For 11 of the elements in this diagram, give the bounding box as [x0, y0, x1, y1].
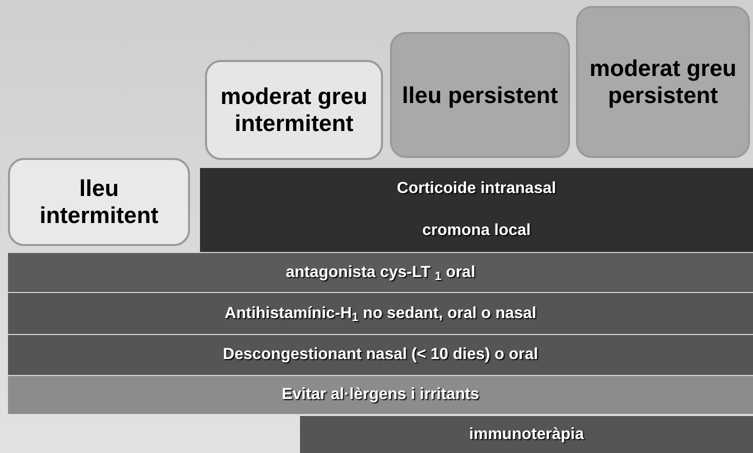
treatment-bar: antagonista cys-LT $_{1}$ oral	[8, 253, 753, 292]
treatment-bar: Descongestionant nasal (< 10 dies) o oral	[8, 335, 753, 375]
treatment-bar: Antihistamínic-H$_{1}$ no sedant, oral o nasal	[8, 293, 753, 334]
treatment-bar: Corticoide intranasal	[200, 168, 753, 209]
severity-box: moderat greu persistent	[576, 6, 750, 158]
treatment-bar: cromona local	[200, 209, 753, 252]
severity-box: moderat greu intermitent	[205, 60, 383, 160]
severity-box: lleu intermitent	[8, 158, 190, 246]
severity-box: lleu persistent	[390, 32, 570, 158]
treatment-bar: Evitar al·lèrgens i irritants	[8, 376, 753, 414]
treatment-bar: immunoteràpia	[300, 416, 753, 453]
